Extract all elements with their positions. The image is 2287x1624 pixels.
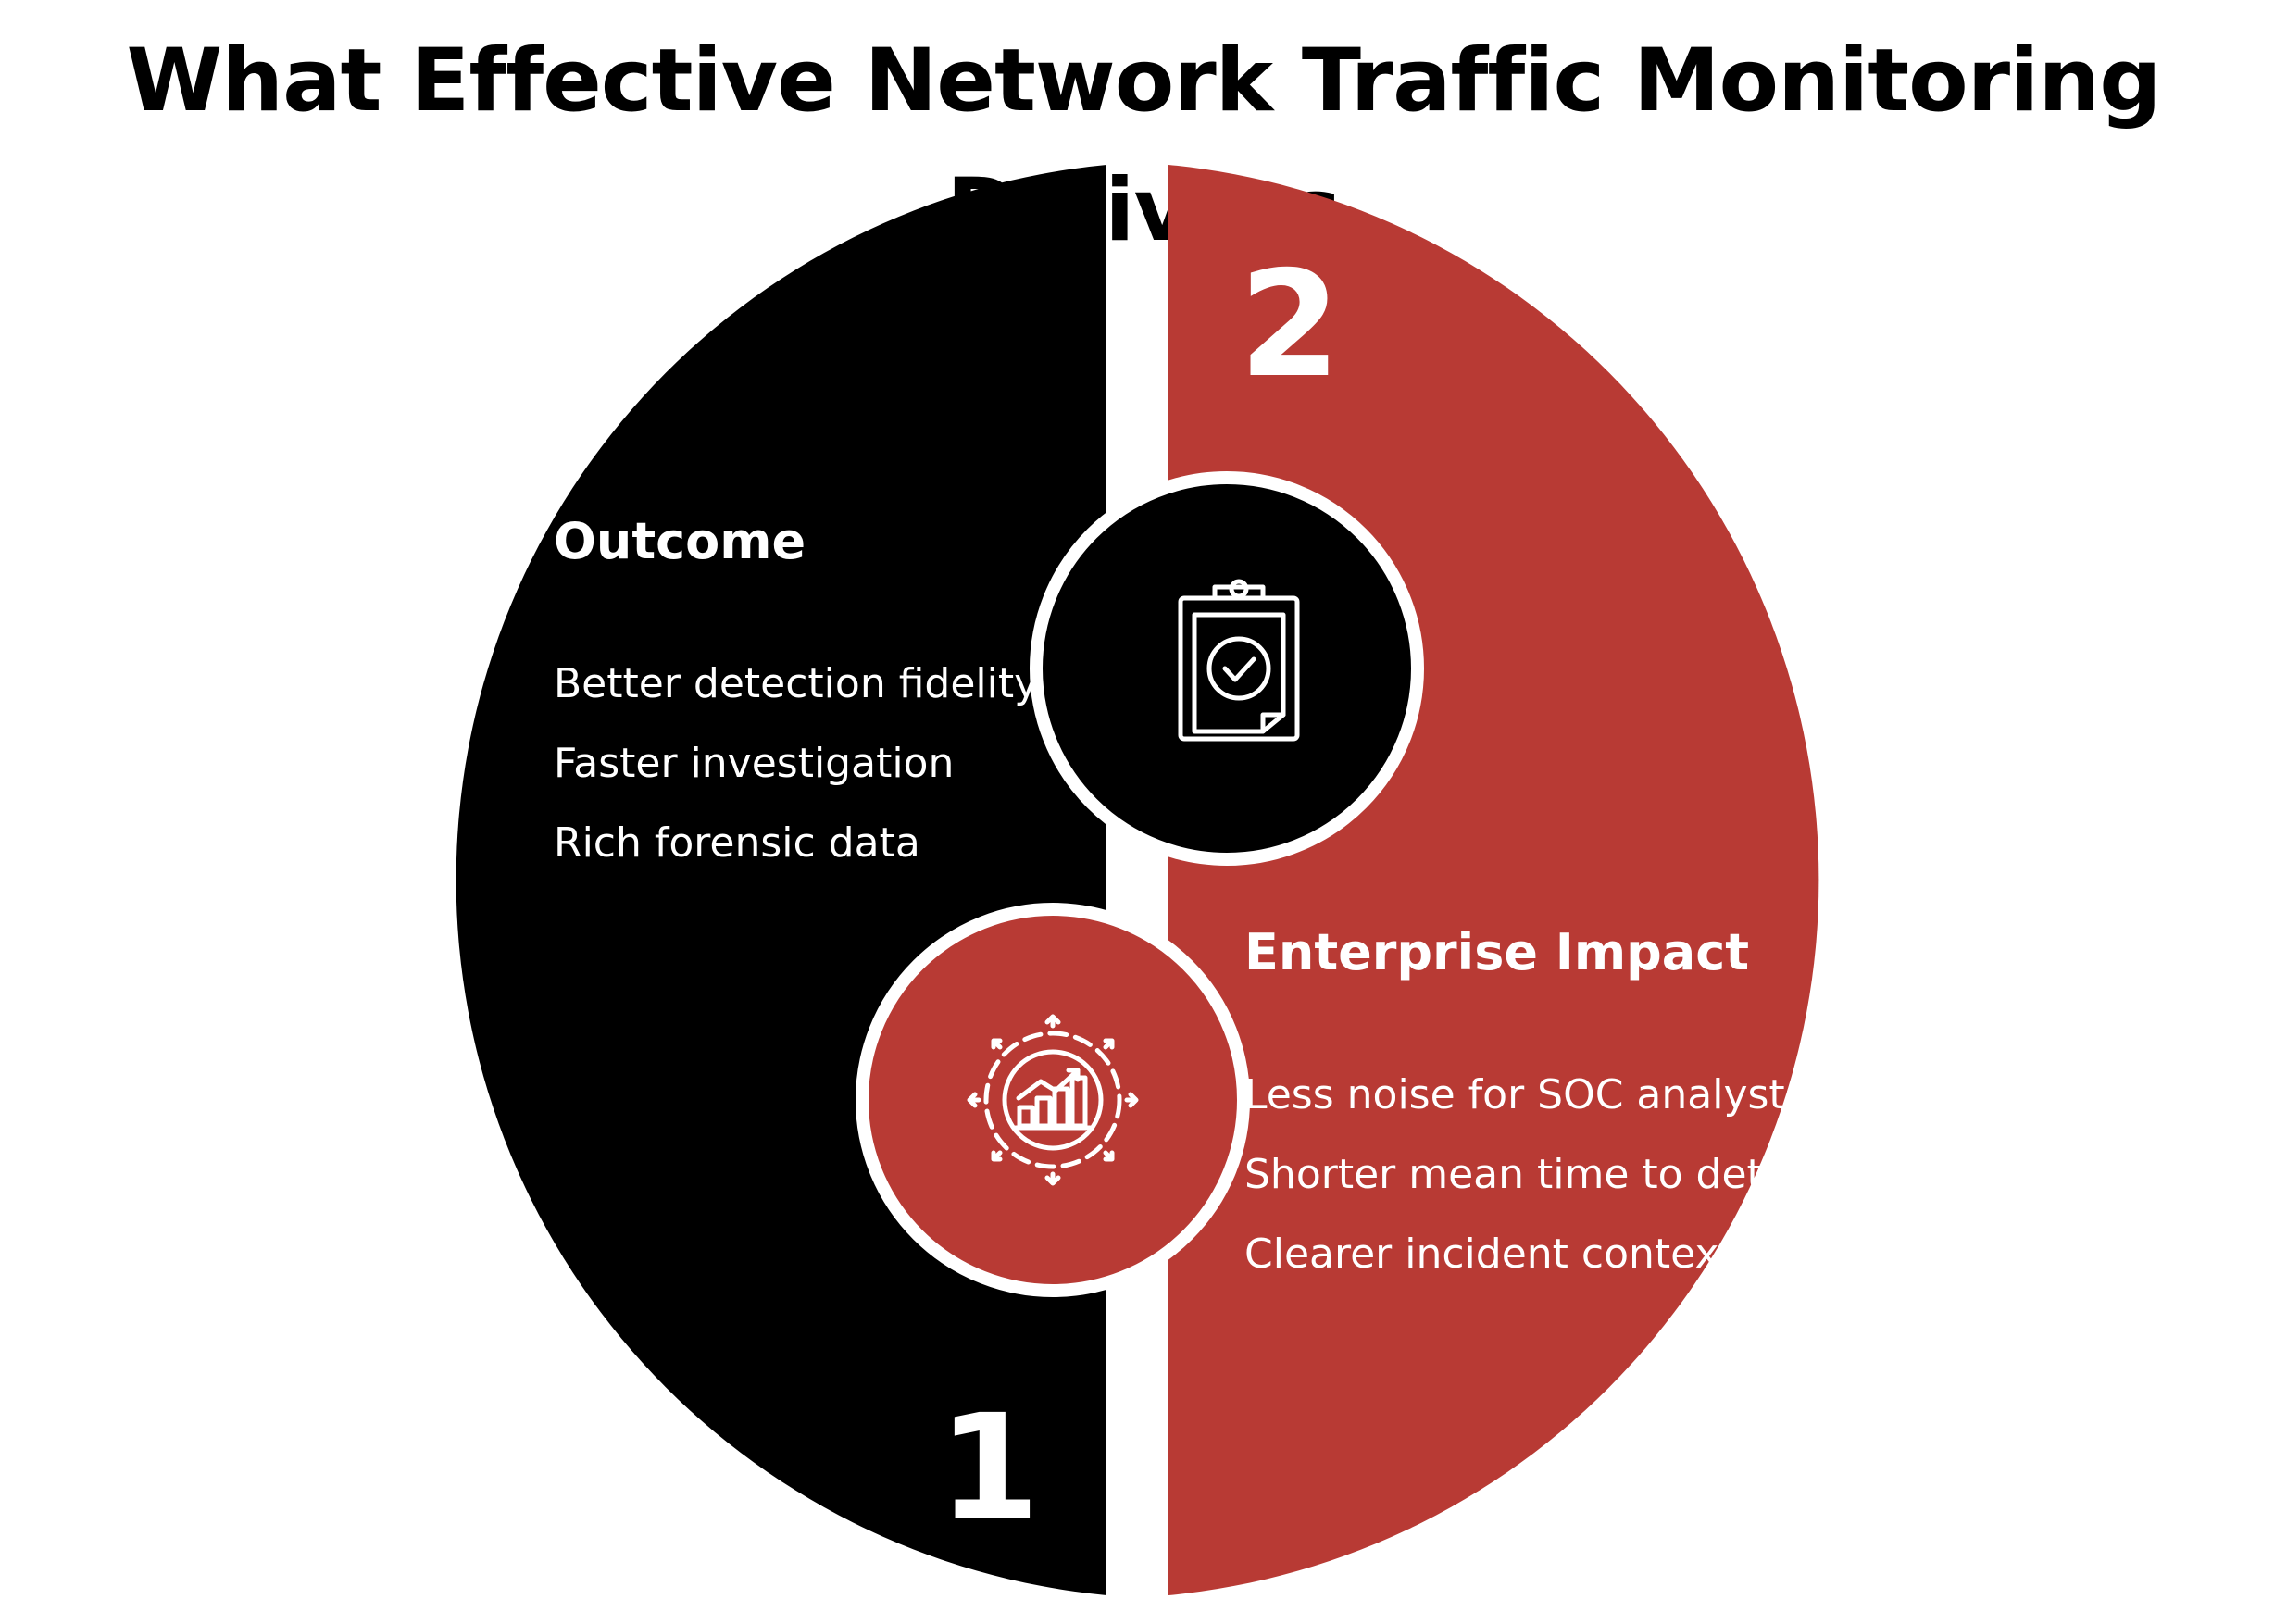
enterprise-impact-heading: Enterprise Impact — [1244, 923, 1749, 981]
growth-chart-icon — [967, 1014, 1139, 1186]
outcome-half-segment — [456, 165, 1106, 1595]
outcome-item: Better detection fidelity — [554, 660, 1038, 707]
step-number-2: 2 — [1239, 240, 1341, 410]
impact-item: Clearer incident context — [1244, 1230, 1735, 1278]
step-number-1: 1 — [938, 1383, 1040, 1554]
outcome-item: Rich forensic data — [554, 819, 920, 867]
outcome-item: Faster investigation — [554, 740, 954, 787]
impact-item: Less noise for SOC analysts — [1244, 1071, 1806, 1118]
impact-item: Shorter mean time to detect — [1244, 1151, 1826, 1198]
outcome-heading: Outcome — [554, 512, 806, 570]
clipboard-check-icon — [1178, 579, 1300, 742]
